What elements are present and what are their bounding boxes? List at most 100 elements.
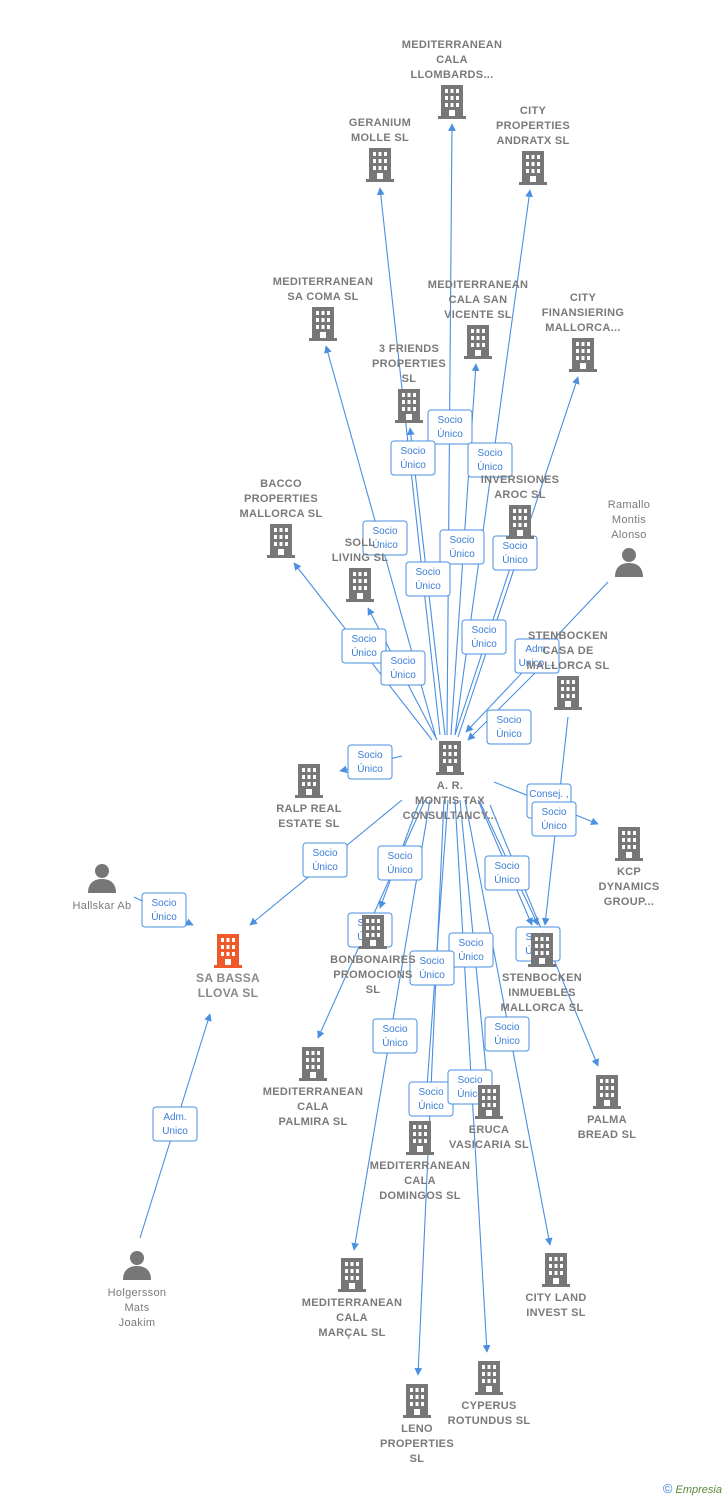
node-label-line: ERUCA bbox=[469, 1124, 510, 1136]
node-label-line: Montis bbox=[612, 514, 646, 526]
edge-label-text: Único bbox=[477, 460, 503, 473]
edge-label-text: Adm. bbox=[163, 1112, 186, 1123]
node-label-line: MEDITERRANEAN bbox=[263, 1086, 363, 1098]
edge-label-text: Único bbox=[449, 547, 475, 560]
node-label-line: STENBOCKEN bbox=[528, 630, 608, 642]
building-icon bbox=[295, 764, 323, 798]
building-icon bbox=[464, 325, 492, 359]
empresia-brand[interactable]: © Empresia bbox=[663, 1481, 722, 1496]
edge-label-text: Socio bbox=[494, 861, 519, 872]
node-mediterranean-llombards[interactable]: MEDITERRANEANCALALLOMBARDS... bbox=[402, 39, 502, 119]
node-label-line: AROC SL bbox=[494, 489, 546, 501]
node-label-line: LLOMBARDS... bbox=[410, 69, 493, 81]
edge-label-box bbox=[372, 1018, 418, 1054]
edge-label-box bbox=[439, 529, 485, 565]
node-label-line: MEDITERRANEAN bbox=[370, 1160, 470, 1172]
node-label-line: CITY bbox=[570, 292, 597, 304]
node-label-line: MEDITERRANEAN bbox=[273, 276, 373, 288]
edge-label-text: Único bbox=[151, 910, 177, 923]
edge-label-box bbox=[486, 709, 532, 745]
building-icon bbox=[438, 85, 466, 119]
building-icon bbox=[406, 1121, 434, 1155]
node-city-finansiering[interactable]: CITY FINANSIERING MALLORCA... bbox=[542, 292, 624, 372]
edge-label-holgersson[interactable]: Adm.Unico bbox=[152, 1106, 198, 1142]
node-label-line: Joakim bbox=[119, 1317, 156, 1329]
edge-label-box bbox=[152, 1106, 198, 1142]
node-kcp[interactable]: KCPDYNAMICSGROUP... bbox=[598, 827, 659, 908]
node-label-line: ANDRATX SL bbox=[496, 135, 569, 147]
building-icon bbox=[403, 1384, 431, 1418]
node-ar-montis[interactable]: A. R.MONTIS TAXCONSULTANCY... bbox=[403, 741, 498, 822]
edge-label-text: Socio bbox=[382, 1024, 407, 1035]
edge-label-box bbox=[484, 1016, 530, 1052]
edge-label-text: Socio bbox=[357, 750, 382, 761]
node-label-line: SL bbox=[402, 373, 417, 385]
edge-label-ramallo[interactable]: Adm.Unico,... bbox=[514, 638, 560, 674]
edge-label-box bbox=[405, 561, 451, 597]
edge-label-text: Único bbox=[457, 1087, 483, 1100]
brand-name: Empresia bbox=[675, 1484, 722, 1496]
node-label-line: CITY bbox=[520, 105, 547, 117]
building-icon bbox=[615, 827, 643, 861]
node-label-line: A. R. bbox=[437, 780, 464, 792]
edge-label-text: Único bbox=[351, 646, 377, 659]
building-icon bbox=[554, 676, 582, 710]
node-label-line: FINANSIERING bbox=[542, 307, 624, 319]
node-label-line: MALLORCA SL bbox=[527, 660, 610, 672]
edge-label-text: Socio bbox=[312, 848, 337, 859]
node-label-line: CYPERUS bbox=[461, 1400, 516, 1412]
node-label-line: MALLORCA... bbox=[545, 322, 620, 334]
nodes-layer: MEDITERRANEANCALALLOMBARDS...GERANIUMMOL… bbox=[73, 39, 660, 1465]
node-hallskar[interactable]: Hallskar Ab bbox=[73, 864, 132, 912]
building-icon bbox=[346, 568, 374, 602]
edge-label-text: Único bbox=[502, 553, 528, 566]
edge-label-text: Consej. , bbox=[529, 789, 568, 800]
building-icon bbox=[436, 741, 464, 775]
